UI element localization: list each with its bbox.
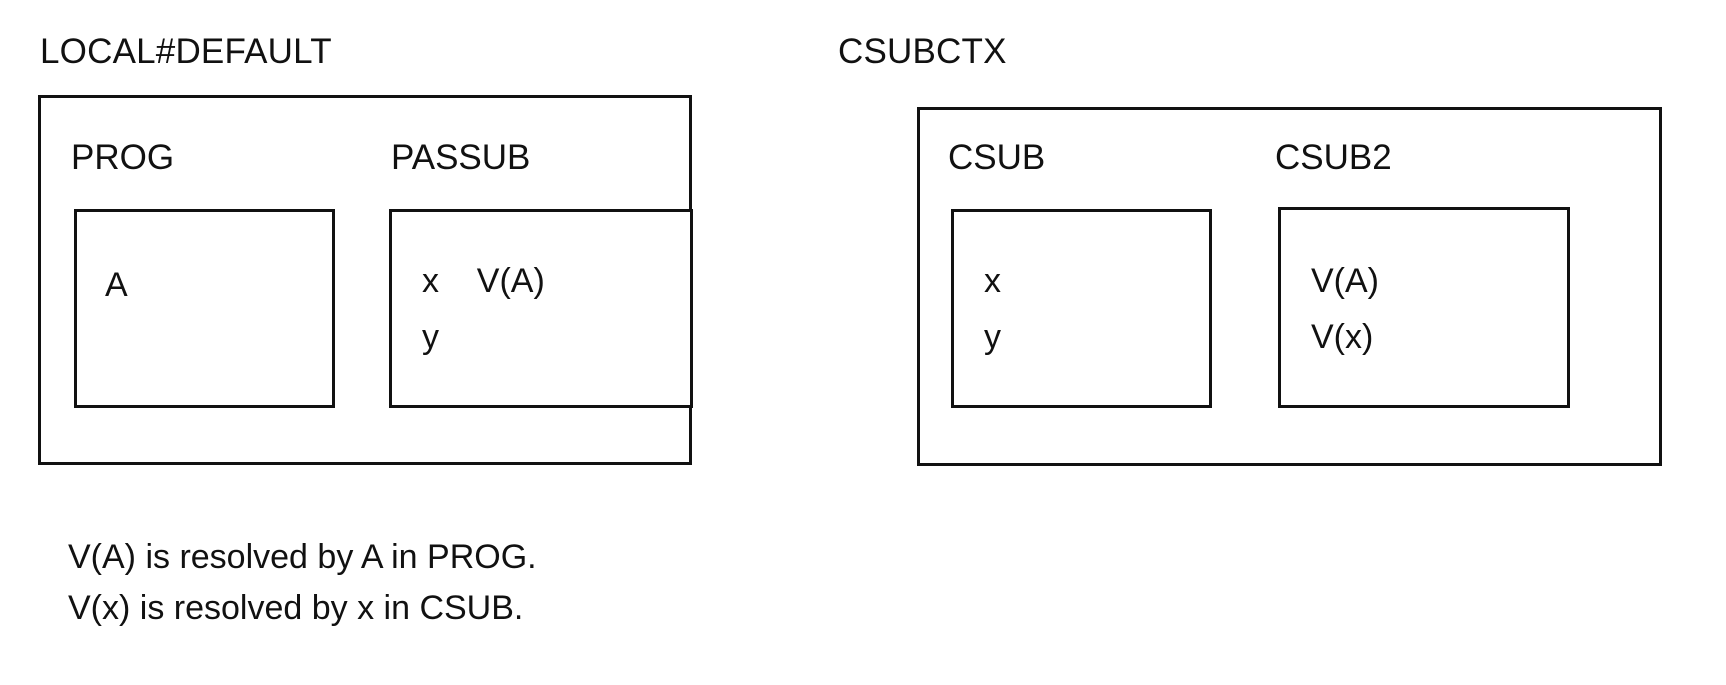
context-title-local-default: LOCAL#DEFAULT [40,32,332,71]
symbol-entry: y [984,318,1001,356]
caption-line-2: V(x) is resolved by x in CSUB. [68,589,524,627]
scope-title-csub: CSUB [948,138,1046,177]
scope-title-passub: PASSUB [391,138,531,177]
symbol-entry: x V(A) [422,262,545,300]
scope-title-csub2: CSUB2 [1275,138,1392,177]
symbol-entry: x [984,262,1001,300]
scope-box-passub: x V(A) y [389,209,693,408]
symbol-entry: V(A) [1311,262,1379,300]
context-title-csubctx: CSUBCTX [838,32,1007,71]
caption-line-1: V(A) is resolved by A in PROG. [68,538,537,576]
symbol-entry: V(x) [1311,318,1374,356]
symbol-entry: A [105,266,128,304]
context-box-local-default: PROG A PASSUB x V(A) y [38,95,693,465]
scope-box-csub: x y [951,209,1212,408]
symbol-entry: y [422,318,439,356]
context-box-csubctx: CSUB x y CSUB2 V(A) V(x) [917,107,1662,466]
scope-title-prog: PROG [71,138,175,177]
scope-box-csub2: V(A) V(x) [1278,207,1570,408]
scope-box-prog: A [74,209,335,408]
